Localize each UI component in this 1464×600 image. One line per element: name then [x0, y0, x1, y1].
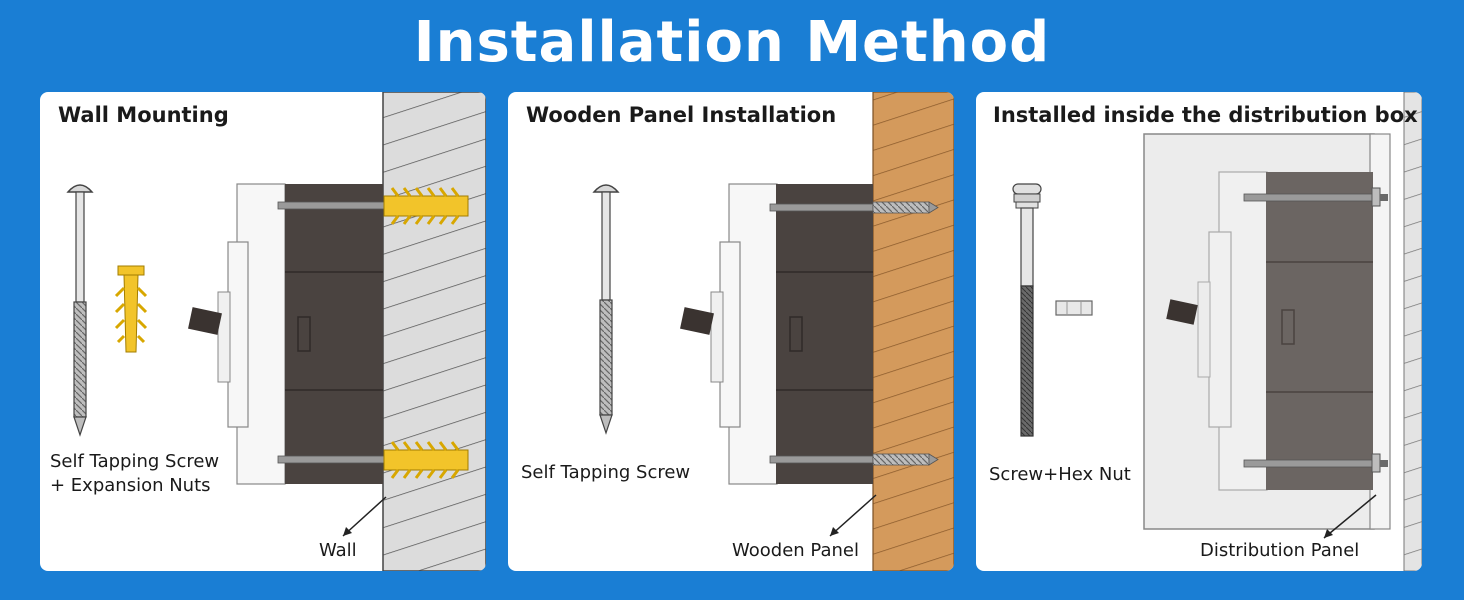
- wall-surface-label: Wall: [319, 540, 357, 561]
- bottom-through-bolt-icon: [1243, 453, 1388, 473]
- wooden-fastener-label: Self Tapping Screw: [521, 462, 691, 483]
- self-tapping-screw-icon: [592, 184, 620, 435]
- back-wall: [1403, 92, 1422, 571]
- wooden-surface-label: Wooden Panel: [732, 540, 859, 561]
- wall-pointer-arrow: [342, 496, 387, 537]
- distribution-box-panel: Installed inside the distribution box Sc…: [976, 92, 1422, 571]
- screw-hex-nut-icon: [1012, 183, 1042, 437]
- wall-mounting-illustration: [66, 92, 486, 571]
- distribution-box-title: Installed inside the distribution box: [993, 103, 1418, 127]
- wooden-panel-title: Wooden Panel Installation: [526, 103, 837, 127]
- bottom-wood-screw-icon: [769, 453, 939, 466]
- self-tapping-screw-icon: [66, 184, 94, 437]
- wooden-panel-pointer-arrow: [829, 494, 877, 537]
- wall-mounting-panel: Wall Mounting Self Tapping Screw + Expan…: [40, 92, 486, 571]
- breaker-illustration: [188, 183, 383, 485]
- wall-mounting-title: Wall Mounting: [58, 103, 229, 127]
- wooden-panel-illustration: [592, 92, 954, 571]
- top-wood-screw-icon: [769, 201, 939, 214]
- distribution-box-illustration: [1012, 92, 1422, 571]
- wall-fastener-label-line2: + Expansion Nuts: [50, 475, 211, 496]
- distribution-surface-label: Distribution Panel: [1200, 540, 1360, 561]
- page-title: Installation Method: [413, 10, 1051, 75]
- breaker-illustration: [680, 183, 873, 485]
- distribution-panel-pointer-arrow: [1323, 494, 1377, 539]
- wooden-panel: [872, 92, 954, 571]
- expansion-nut-icon: [114, 265, 148, 353]
- bottom-screw-anchor-icon: [277, 441, 469, 479]
- wooden-panel-installation-panel: Wooden Panel Installation Self Tapping S…: [508, 92, 954, 571]
- hex-nut-icon: [1055, 300, 1093, 316]
- breaker-illustration: [1166, 171, 1373, 491]
- distribution-fastener-label: Screw+Hex Nut: [989, 464, 1131, 485]
- wall-fastener-label-line1: Self Tapping Screw: [50, 451, 220, 472]
- top-screw-anchor-icon: [277, 187, 469, 225]
- wall: [382, 92, 486, 571]
- top-through-bolt-icon: [1243, 187, 1388, 207]
